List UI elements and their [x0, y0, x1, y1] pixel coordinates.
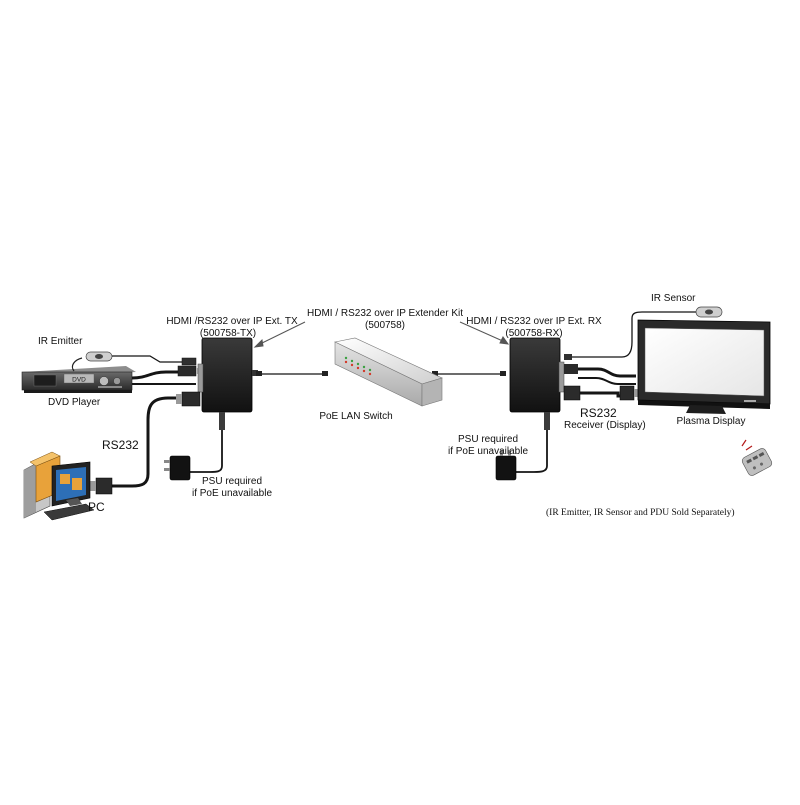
- cables-rx-display: [563, 311, 700, 401]
- psu-tx-line2: if PoE unavailable: [191, 488, 273, 499]
- psu-rx: [495, 412, 550, 481]
- psu-tx: [164, 412, 225, 481]
- psu-tx-line1: PSU required: [201, 476, 263, 487]
- poe-switch-label: PoE LAN Switch: [319, 411, 393, 422]
- kit-title-line1: HDMI / RS232 over IP Extender Kit: [307, 308, 463, 319]
- rs232-cable-pc-tx: [90, 391, 201, 495]
- rx-extender-unit: [509, 337, 565, 413]
- tx-title-line2: (500758-TX): [199, 328, 257, 339]
- remote-control-icon: [741, 439, 773, 476]
- ir-emitter: [71, 351, 188, 372]
- psu-rx-line1: PSU required: [457, 434, 519, 445]
- psu-rx-line2: if PoE unavailable: [447, 446, 529, 457]
- ir-emitter-label: IR Emitter: [38, 336, 83, 347]
- plasma-display-label: Plasma Display: [676, 416, 746, 427]
- pointer-arrows: [253, 321, 510, 348]
- footnote: (IR Emitter, IR Sensor and PDU Sold Sepa…: [546, 508, 735, 518]
- rx-title-line1: HDMI / RS232 over IP Ext. RX: [466, 316, 602, 327]
- ir-sensor-label: IR Sensor: [651, 293, 696, 304]
- plasma-display: [637, 319, 771, 414]
- network-cables: [256, 371, 506, 376]
- tx-title-line1: HDMI /RS232 over IP Ext. TX: [166, 316, 298, 327]
- kit-title-line2: (500758): [364, 320, 406, 331]
- dvd-player: DVD: [21, 366, 136, 393]
- ir-sensor: [695, 306, 723, 318]
- poe-lan-switch: [334, 337, 443, 407]
- receiver-display-label: Receiver (Display): [564, 420, 646, 431]
- tx-extender-unit: [197, 337, 258, 413]
- rx-title-line2: (500758-RX): [505, 328, 563, 339]
- dvd-player-label: DVD Player: [48, 397, 101, 408]
- rs232-left-label: RS232: [102, 438, 139, 452]
- pc-computer: [23, 451, 95, 521]
- rs232-right-label: RS232: [580, 406, 617, 420]
- dvd-logo-text: DVD: [72, 377, 86, 384]
- pc-label: PC: [88, 500, 105, 514]
